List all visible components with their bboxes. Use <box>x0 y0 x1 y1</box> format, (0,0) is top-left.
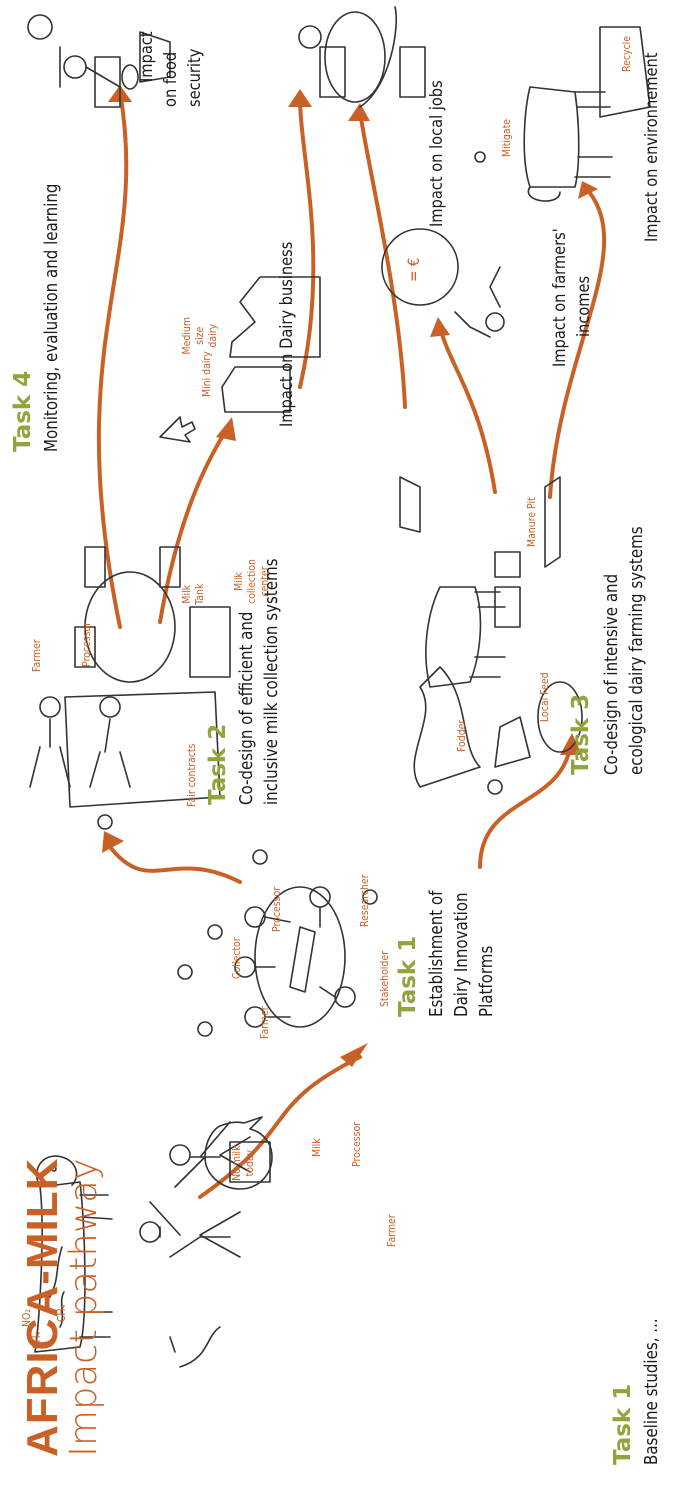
milk-tank-label: Milk Tank <box>180 583 206 605</box>
pathway-arrows <box>96 85 607 1199</box>
impact-dairy-business: Impact on Dairy business <box>277 241 297 427</box>
task4-heading: Task 4 <box>10 370 36 452</box>
task2-desc-line2: inclusive milk collection systems <box>262 558 282 805</box>
platform-stakeholder-label: Stakeholder <box>378 951 391 1007</box>
task2-scene-sketch <box>29 546 231 808</box>
gas-label-ch4-b: CH₄ <box>30 1331 43 1349</box>
arrow-task2-to-dairy <box>158 425 230 624</box>
task3-heading: Task 3 <box>568 693 594 775</box>
task1-baseline-heading: Task 1 <box>610 1383 636 1465</box>
speech-bubble-shape <box>204 1116 273 1190</box>
impact-food-security-line1: Impact <box>137 31 157 82</box>
task4-description: Monitoring, evaluation and learning <box>42 183 62 452</box>
arrow-task3-to-environment <box>548 185 607 499</box>
dairy-business-sketch <box>159 276 321 443</box>
arrow-baseline-to-platform <box>198 1055 362 1199</box>
baseline-farmer-label: Farmer <box>385 1214 398 1247</box>
environment-sketch <box>474 26 651 202</box>
task1-baseline-description: Baseline studies, ... <box>642 1318 662 1465</box>
task2-processor-label: Processor <box>80 621 93 667</box>
fodder-label: Fodder <box>455 719 468 752</box>
diagram-subtitle: Impact pathway <box>62 1158 105 1457</box>
arrow-task3-to-incomes <box>438 325 497 494</box>
platform-researcher-label: Researcher <box>358 874 371 927</box>
local-feed-label: Local Feed <box>538 672 551 722</box>
task2-desc-line1: Co-design of efficient and <box>237 611 257 806</box>
arrow-platform-to-task2 <box>108 845 242 884</box>
local-jobs-sketch <box>298 6 426 108</box>
platform-scene-sketch <box>97 779 503 1037</box>
baseline-processor-label: Processor <box>350 1121 363 1167</box>
impact-food-security-line3: security <box>185 48 205 107</box>
impact-environment: Impact on environnement <box>642 52 662 242</box>
arrow-platform-to-task3 <box>478 745 572 869</box>
task1-platform-desc-line1: Establishment of <box>427 890 447 1017</box>
food-security-sketch <box>27 14 171 108</box>
mitigate-label: Mitigate <box>500 118 513 157</box>
medium-dairy-label: Medium size dairy <box>180 317 219 355</box>
arrow-task3-to-jobs <box>358 110 407 409</box>
fair-contracts-label: Fair contracts <box>185 743 198 807</box>
euro-label: = € <box>404 257 423 282</box>
impact-farmers-incomes-line2: incomes <box>574 275 594 337</box>
gas-label-no2: NO₂ <box>20 1308 33 1327</box>
task2-farmer-label: Farmer <box>30 639 43 672</box>
task3-desc-line2: ecological dairy farming systems <box>627 526 647 775</box>
arrow-task2-to-jobs <box>298 95 316 389</box>
platform-collector-label: Collector <box>230 937 243 979</box>
impact-local-jobs: Impact on local jobs <box>427 80 447 227</box>
speech-bubble-text: No milk today <box>230 1145 256 1181</box>
mini-dairy-label: Mini dairy <box>200 351 213 397</box>
task1-platform-desc-line2: Dairy Innovation <box>452 892 472 1017</box>
task3-desc-line1: Co-design of intensive and <box>602 573 622 775</box>
manure-pit-label: Manure Pit <box>525 497 538 547</box>
task3-scene-sketch <box>399 476 583 788</box>
platform-processor-label: Processor <box>270 886 283 932</box>
task1-platform-heading: Task 1 <box>395 935 421 1017</box>
milk-can-label: Milk <box>310 1138 323 1157</box>
task2-heading: Task 2 <box>205 723 231 805</box>
baseline-scene-sketch <box>34 1121 271 1368</box>
platform-farmer-label: Farmer <box>258 1006 271 1039</box>
recycle-label: Recycle <box>620 35 633 72</box>
farmers-incomes-sketch <box>381 228 505 338</box>
impact-farmers-incomes-line1: Impact on farmers' <box>550 228 570 367</box>
impact-food-security-line2: on food <box>161 51 181 107</box>
task1-platform-desc-line3: Platforms <box>477 945 497 1017</box>
arrow-task2-to-food-security <box>96 90 129 629</box>
gas-label-ch4: CH₄ <box>55 1304 68 1322</box>
